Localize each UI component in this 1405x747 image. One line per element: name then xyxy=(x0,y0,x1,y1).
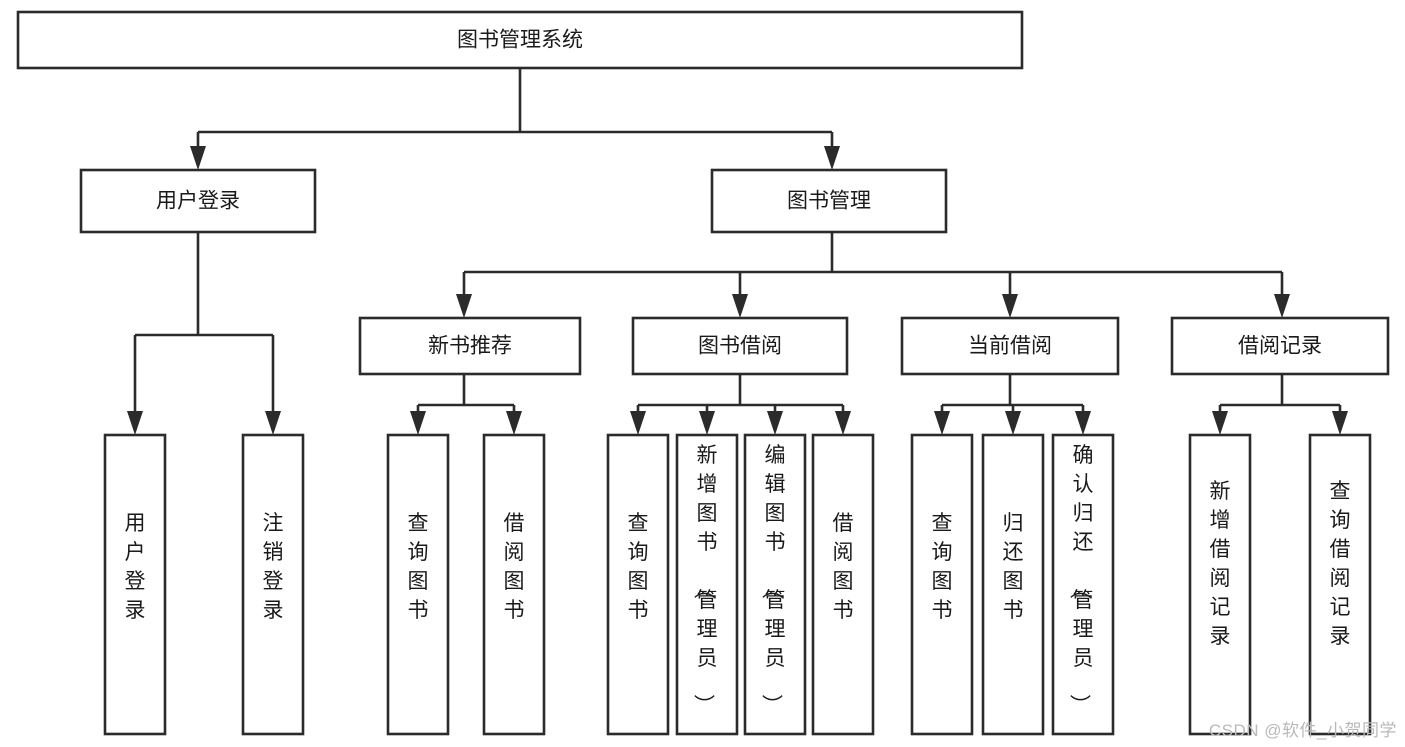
node-new-book-recommend[interactable]: 新书推荐 xyxy=(358,316,582,376)
leaf-query-book-borrow-box xyxy=(606,433,670,736)
arrow-current-to-return-book xyxy=(1005,411,1021,435)
arrow-bookmgmt-to-borrow xyxy=(732,294,748,318)
arrow-record-to-add-record xyxy=(1212,411,1228,435)
node-current-borrow-box xyxy=(900,316,1120,376)
leaf-user-login[interactable]: 用户登录 xyxy=(103,433,167,736)
leaf-edit-book-admin[interactable]: 编辑图书（管理员） xyxy=(743,433,807,736)
node-new-book-recommend-label: 新书推荐 xyxy=(428,335,512,358)
leaf-add-borrow-record[interactable]: 新增借阅记录 xyxy=(1188,433,1252,736)
leaf-query-borrow-record-box xyxy=(1308,433,1372,736)
leaf-edit-book-admin-label: 编辑图书（管理员） xyxy=(760,444,786,715)
leaf-add-book-admin-label: 新增图书（管理员） xyxy=(692,444,718,715)
leaf-query-book-newbook[interactable]: 查询图书 xyxy=(386,433,450,736)
node-book-borrow-label: 图书借阅 xyxy=(698,335,782,358)
leaf-query-book-borrow-label: 查询图书 xyxy=(628,512,649,622)
arrow-borrow-to-borrow-book xyxy=(835,411,851,435)
leaf-borrow-book-newbook[interactable]: 借阅图书 xyxy=(482,433,546,736)
leaf-query-book-borrow[interactable]: 查询图书 xyxy=(606,433,670,736)
arrow-userlogin-to-user-login-leaf xyxy=(127,411,143,435)
arrow-current-to-query-book xyxy=(934,411,950,435)
leaf-query-book-current-box xyxy=(910,433,974,736)
node-borrow-record-box xyxy=(1170,316,1390,376)
node-user-login-label: 用户登录 xyxy=(156,190,240,213)
arrow-borrow-to-edit-book xyxy=(767,411,783,435)
node-book-borrow-box xyxy=(631,316,849,376)
leaf-borrow-book-borrow[interactable]: 借阅图书 xyxy=(811,433,875,736)
leaf-query-book-newbook-label: 查询图书 xyxy=(408,512,429,622)
csdn-watermark: CSDN @软件_小贺同学 xyxy=(1208,721,1397,740)
node-book-management-label: 图书管理 xyxy=(787,190,871,213)
leaf-logout[interactable]: 注销登录 xyxy=(241,433,305,736)
arrow-borrow-to-query-book xyxy=(630,411,646,435)
leaf-confirm-return-admin-box xyxy=(1051,433,1115,736)
arrow-record-to-query-record xyxy=(1332,411,1348,435)
arrow-borrow-to-add-book xyxy=(699,411,715,435)
node-user-login-box xyxy=(79,168,317,234)
leaf-query-book-current[interactable]: 查询图书 xyxy=(910,433,974,736)
node-current-borrow[interactable]: 当前借阅 xyxy=(900,316,1120,376)
edges-userlogin-to-leaves xyxy=(127,232,281,435)
arrow-newbook-to-borrow-book xyxy=(506,411,522,435)
node-user-login[interactable]: 用户登录 xyxy=(79,168,317,234)
leaf-borrow-book-newbook-label: 借阅图书 xyxy=(504,512,525,622)
node-root-label: 图书管理系统 xyxy=(457,29,583,52)
leaf-user-login-box xyxy=(103,433,167,736)
leaf-borrow-book-borrow-box xyxy=(811,433,875,736)
node-borrow-record[interactable]: 借阅记录 xyxy=(1170,316,1390,376)
leaf-edit-book-admin-box xyxy=(743,433,807,736)
edges-current-to-leaves xyxy=(934,374,1091,435)
leaf-return-book-box xyxy=(981,433,1045,736)
edges-root-to-level2 xyxy=(190,68,840,170)
leaf-borrow-book-borrow-label: 借阅图书 xyxy=(833,512,854,622)
edges-bookmgmt-to-level3 xyxy=(456,232,1290,318)
edges-borrow-to-leaves xyxy=(630,374,851,435)
arrow-bookmgmt-to-newbook xyxy=(456,294,472,318)
node-book-management[interactable]: 图书管理 xyxy=(710,168,948,234)
leaf-query-borrow-record-label: 查询借阅记录 xyxy=(1330,480,1351,648)
arrow-userlogin-to-logout-leaf xyxy=(265,411,281,435)
node-new-book-recommend-box xyxy=(358,316,582,376)
arrow-root-to-book-mgmt xyxy=(824,146,840,170)
node-current-borrow-label: 当前借阅 xyxy=(968,335,1052,358)
edges-record-to-leaves xyxy=(1212,374,1348,435)
node-book-borrow[interactable]: 图书借阅 xyxy=(631,316,849,376)
leaf-logout-box xyxy=(241,433,305,736)
leaf-query-book-newbook-box xyxy=(386,433,450,736)
leaf-add-book-admin-box xyxy=(675,433,739,736)
leaf-return-book[interactable]: 归还图书 xyxy=(981,433,1045,736)
leaf-return-book-label: 归还图书 xyxy=(1003,512,1024,622)
node-borrow-record-label: 借阅记录 xyxy=(1238,335,1322,358)
leaf-confirm-return-admin[interactable]: 确认归还（管理员） xyxy=(1051,433,1115,736)
node-book-management-box xyxy=(710,168,948,234)
arrow-bookmgmt-to-record xyxy=(1274,294,1290,318)
arrow-current-to-confirm-return xyxy=(1075,411,1091,435)
leaf-add-borrow-record-box xyxy=(1188,433,1252,736)
edges-newbook-to-leaves xyxy=(410,374,522,435)
leaf-add-book-admin[interactable]: 新增图书（管理员） xyxy=(675,433,739,736)
leaf-query-borrow-record[interactable]: 查询借阅记录 xyxy=(1308,433,1372,736)
leaf-borrow-book-newbook-box xyxy=(482,433,546,736)
arrow-newbook-to-query-book xyxy=(410,411,426,435)
node-root[interactable]: 图书管理系统 xyxy=(16,10,1024,70)
leaf-user-login-label: 用户登录 xyxy=(125,512,146,622)
leaf-logout-label: 注销登录 xyxy=(263,512,284,622)
node-root-box xyxy=(16,10,1024,70)
arrow-root-to-user-login xyxy=(190,146,206,170)
leaf-query-book-current-label: 查询图书 xyxy=(932,512,953,622)
leaf-add-borrow-record-label: 新增借阅记录 xyxy=(1210,480,1231,648)
leaf-confirm-return-admin-label: 确认归还（管理员） xyxy=(1068,444,1094,715)
arrow-bookmgmt-to-current xyxy=(1002,294,1018,318)
